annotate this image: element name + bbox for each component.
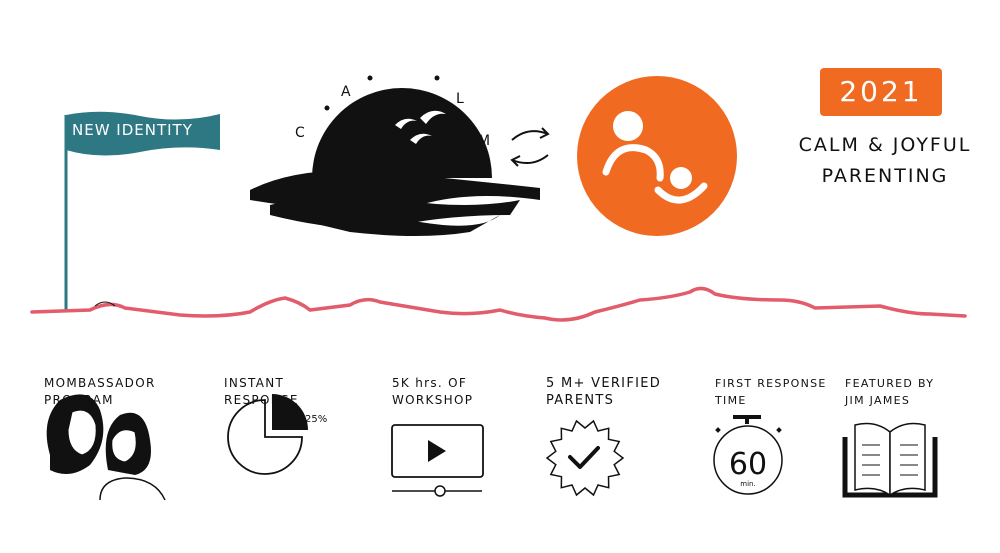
feature-mombassador: MOMBASSADOR PROGRAM: [44, 375, 156, 409]
feature-title: FIRST RESPONSE: [715, 377, 827, 390]
feature-subtitle: RESPONSE: [224, 393, 299, 407]
feature-title: 5 M+ VERIFIED: [546, 376, 662, 391]
pie-chart-icon: [227, 394, 308, 475]
tagline: CALM & JOYFUL PARENTING: [770, 130, 1000, 192]
feature-instant-response: INSTANT RESPONSE: [224, 375, 299, 409]
video-player-icon: [391, 424, 484, 497]
verified-badge-icon: [545, 419, 625, 497]
feature-verified-parents: 5 M+ VERIFIED PARENTS: [546, 375, 661, 409]
women-icon: [46, 394, 166, 501]
pie-percent-label: 25%: [305, 414, 327, 425]
feature-title: 5K hrs. OF: [392, 376, 468, 390]
timeline-line: [30, 286, 967, 322]
feature-title: INSTANT: [224, 376, 285, 390]
tagline-line2: PARENTING: [821, 165, 949, 187]
feature-first-response: FIRST RESPONSE TIME: [715, 375, 827, 409]
feature-subtitle: PARENTS: [546, 393, 615, 408]
svg-text:L: L: [456, 91, 464, 107]
feature-workshop: 5K hrs. OF WORKSHOP: [392, 375, 473, 409]
year-badge: 2021: [820, 68, 942, 116]
feature-subtitle: WORKSHOP: [392, 393, 474, 407]
flag-label: NEW IDENTITY: [72, 121, 193, 139]
new-logo: [577, 76, 737, 236]
badge-outline: [545, 419, 625, 497]
calm-old-logo: C A L M: [250, 75, 540, 236]
feature-title: FEATURED BY: [845, 377, 935, 390]
svg-text:M: M: [478, 133, 490, 149]
open-book-icon: [842, 422, 938, 498]
logo-letter-c: C: [295, 125, 305, 141]
tagline-line1: CALM & JOYFUL: [798, 134, 972, 156]
stopwatch-value: 60: [729, 447, 767, 482]
swap-arrows-icon: [510, 127, 550, 167]
feature-subtitle: TIME: [715, 394, 747, 407]
stopwatch-icon: [713, 415, 783, 495]
feature-title: MOMBASSADOR: [44, 376, 156, 390]
feature-subtitle: JIM JAMES: [845, 394, 911, 407]
flag: [66, 111, 220, 156]
svg-text:A: A: [341, 84, 351, 100]
feature-featured-by: FEATURED BY JIM JAMES: [845, 375, 934, 409]
stopwatch-unit: min.: [740, 480, 755, 488]
feature-subtitle: PROGRAM: [44, 393, 114, 407]
